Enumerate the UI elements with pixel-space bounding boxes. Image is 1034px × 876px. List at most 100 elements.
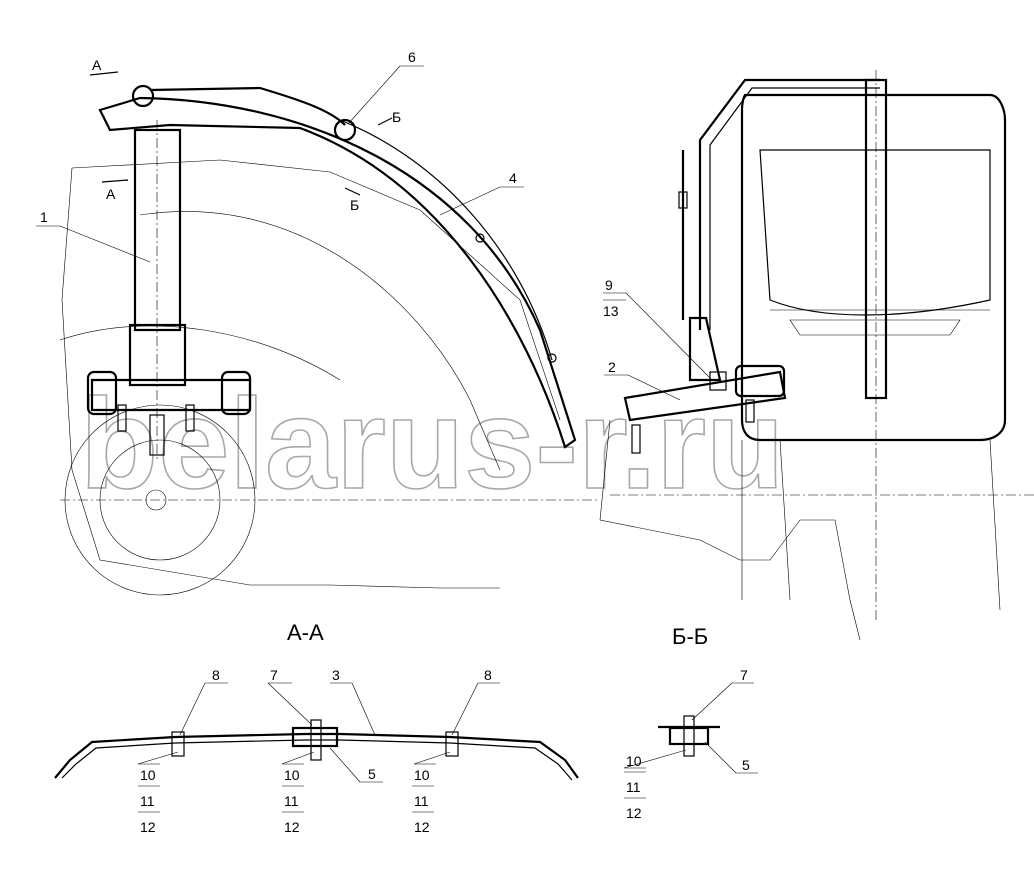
callout-9: 9 <box>605 277 613 293</box>
leader <box>281 751 315 765</box>
support-tube-outer <box>698 78 880 330</box>
callout-2: 2 <box>608 359 616 375</box>
bolt <box>310 719 322 761</box>
leader <box>413 751 451 765</box>
section-aa-title: А-А <box>287 620 324 645</box>
callout-6: 6 <box>408 49 416 65</box>
callout-3: 3 <box>332 667 340 683</box>
left-view: А А Б Б 1 6 4 <box>36 49 600 596</box>
chassis-lines <box>741 439 1001 611</box>
leader <box>625 292 713 381</box>
callout-stack-middle: 10 11 12 <box>281 751 315 835</box>
bolt <box>185 404 195 432</box>
callout-5-bb: 5 <box>742 757 750 773</box>
leader <box>704 741 737 774</box>
bolt <box>117 404 127 432</box>
cut-label-a-bottom: А <box>106 186 116 202</box>
cut-label-b-bottom: Б <box>350 197 359 213</box>
callout-11-bb: 11 <box>626 779 641 795</box>
leader <box>329 747 361 783</box>
callout-7-bb: 7 <box>740 667 748 683</box>
fastener-dot <box>547 353 557 363</box>
bolt <box>745 399 755 423</box>
bolt <box>683 715 695 757</box>
leader <box>267 682 313 726</box>
callout-8-right: 8 <box>484 667 492 683</box>
left-fender-inner <box>139 211 501 471</box>
callout-10: 10 <box>284 767 300 783</box>
callout-13: 13 <box>603 303 619 319</box>
left-body-outline <box>71 159 561 421</box>
callout-12: 12 <box>414 819 430 835</box>
fender-part <box>98 96 577 449</box>
leader <box>137 751 179 765</box>
chassis-outline <box>599 419 861 641</box>
callout-8-left: 8 <box>212 667 220 683</box>
leader <box>351 682 376 736</box>
callout-4: 4 <box>509 170 517 186</box>
fender-edge <box>339 119 553 361</box>
nut <box>709 371 727 391</box>
callout-10: 10 <box>140 767 156 783</box>
bracket-lug-right <box>220 370 252 416</box>
vertical-post <box>133 128 182 332</box>
section-aa: А-А 8 7 3 8 5 10 11 12 <box>54 620 579 835</box>
callout-1: 1 <box>40 209 48 225</box>
bolt <box>445 731 459 757</box>
bracket-plate-side <box>623 370 787 422</box>
section-bb: Б-Б 7 5 10 11 12 <box>623 624 758 821</box>
callout-7: 7 <box>270 667 278 683</box>
bolt <box>171 731 185 757</box>
callout-5: 5 <box>368 766 376 782</box>
center-stud <box>149 414 165 456</box>
callout-11: 11 <box>284 793 299 809</box>
cut-mark-b-top <box>377 117 393 126</box>
callout-stack-left: 10 11 12 <box>137 751 179 835</box>
leader <box>627 374 681 401</box>
leader <box>623 749 687 769</box>
bracket-upright <box>688 316 722 382</box>
callout-10: 10 <box>414 767 430 783</box>
leader <box>451 682 479 736</box>
pivot-joint-mid <box>333 118 357 142</box>
callout-12: 12 <box>284 819 300 835</box>
leader <box>439 186 501 216</box>
cut-label-b-top: Б <box>392 109 401 125</box>
cut-mark-a-bottom <box>101 179 129 183</box>
leader <box>179 682 206 736</box>
bracket-profile <box>54 732 579 779</box>
left-tyre-arc <box>59 325 341 381</box>
spacer-block <box>291 726 339 748</box>
leader <box>59 225 151 263</box>
post-base <box>128 323 187 387</box>
cut-label-a-top: А <box>92 57 102 73</box>
cab-body <box>740 93 1007 442</box>
bracket-profile-inner <box>61 739 573 781</box>
fastener-dot <box>475 233 485 243</box>
spacer-block <box>668 726 710 746</box>
clamp-block <box>734 364 786 398</box>
pivot-joint-top <box>131 84 155 108</box>
cab-window <box>759 149 991 316</box>
right-view: 9 13 2 <box>599 70 1034 641</box>
watermark-text: belarus-r.ru <box>80 373 784 516</box>
cut-mark-a-top <box>89 71 119 76</box>
callout-11: 11 <box>140 793 155 809</box>
leader <box>691 682 733 721</box>
support-tube-inner <box>709 87 880 330</box>
left-body-lower <box>61 167 500 589</box>
support-bar <box>149 86 346 126</box>
callout-12: 12 <box>140 819 156 835</box>
cab-dash <box>789 319 961 336</box>
bracket-lug-left <box>86 370 118 416</box>
section-bb-title: Б-Б <box>672 624 708 649</box>
cut-mark-b-bottom <box>344 187 361 196</box>
callout-12-bb: 12 <box>626 805 642 821</box>
leader <box>347 65 401 125</box>
bolt <box>631 424 641 454</box>
callout-stack-right: 10 11 12 <box>412 751 451 835</box>
callout-11: 11 <box>414 793 429 809</box>
callout-10-bb: 10 <box>626 753 642 769</box>
